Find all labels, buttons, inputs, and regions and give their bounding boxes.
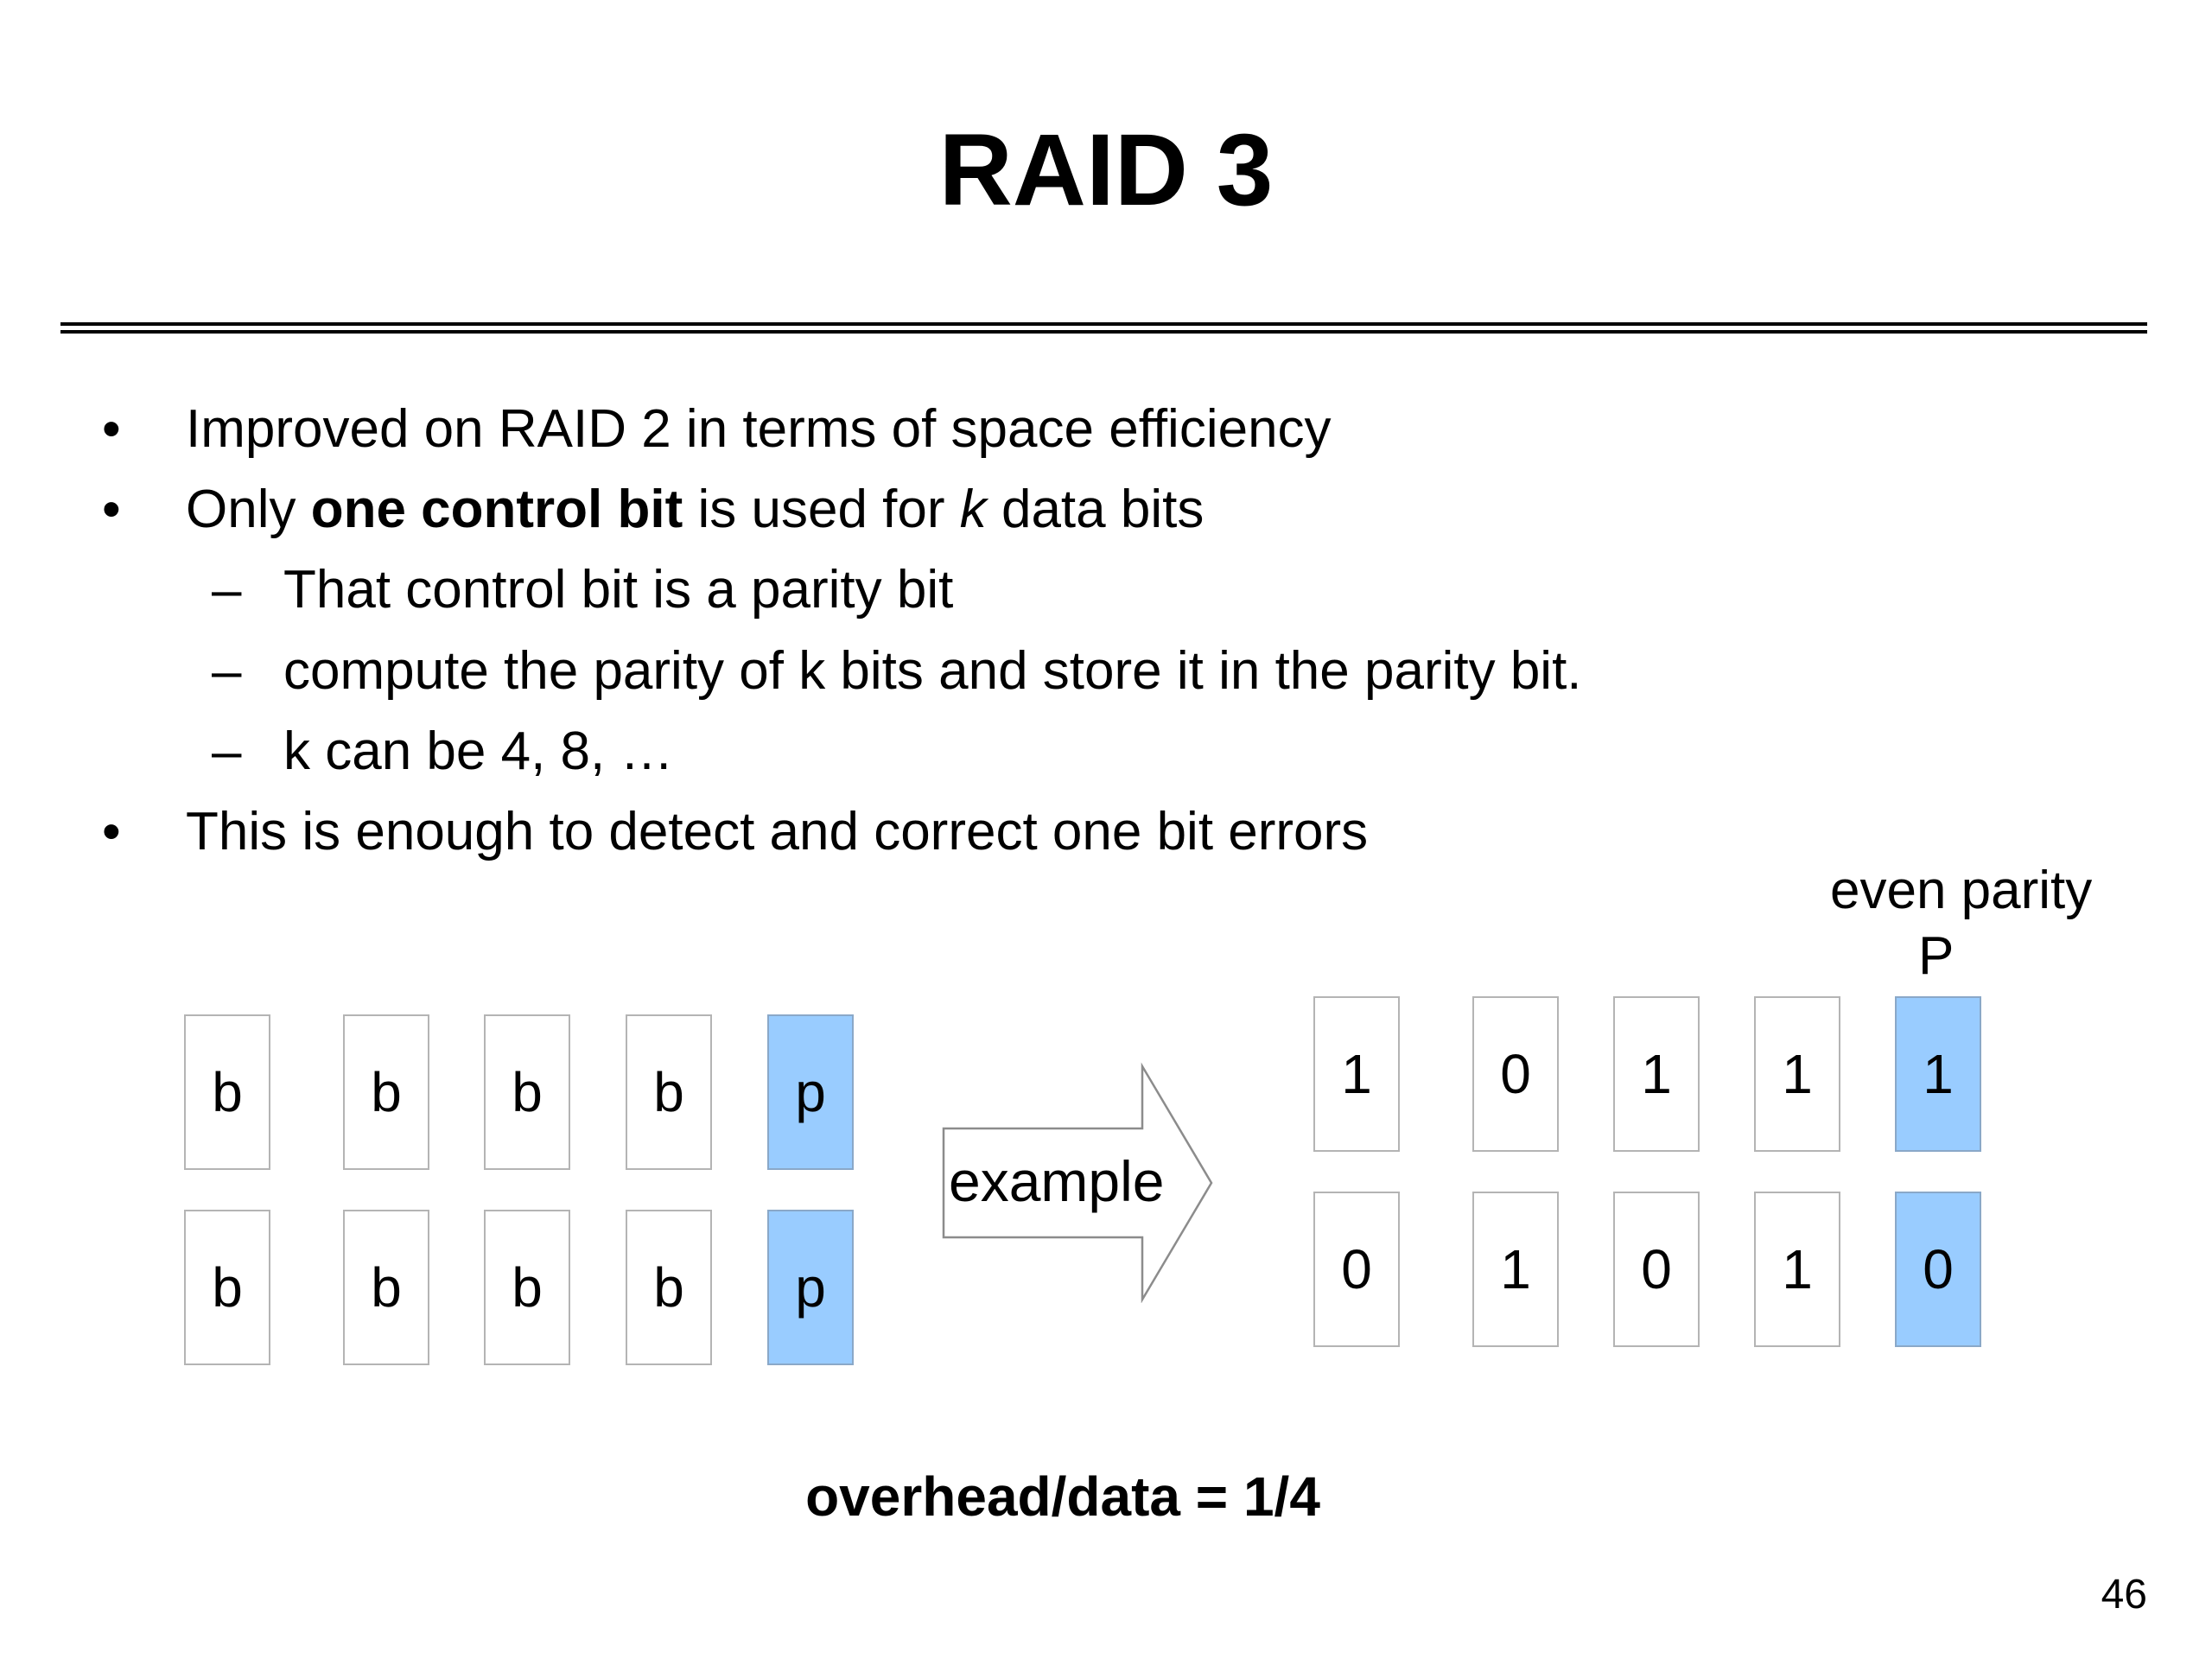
parity-bit-cell: p bbox=[767, 1014, 854, 1170]
arrow-right-icon bbox=[942, 1062, 1213, 1303]
example-bit-cell: 1 bbox=[1754, 996, 1840, 1152]
slide-title: RAID 3 bbox=[938, 113, 1274, 227]
bullet-emphasis: one control bit bbox=[310, 480, 683, 539]
parity-bit-cell: p bbox=[767, 1210, 854, 1365]
sub-bullet-parity-bit: That control bit is a parity bit bbox=[283, 560, 954, 620]
bullet-variable: k bbox=[959, 480, 987, 539]
sub-bullet-compute-parity: compute the parity of k bits and store i… bbox=[283, 641, 1582, 701]
data-bit-cell: b bbox=[343, 1014, 429, 1170]
bullet-text: data bits bbox=[986, 480, 1205, 539]
example-bit-cell: 0 bbox=[1472, 996, 1559, 1152]
dash-marker: – bbox=[212, 560, 242, 620]
data-bit-cell: b bbox=[626, 1014, 712, 1170]
bullet-marker: • bbox=[102, 480, 121, 539]
bullet-marker: • bbox=[102, 802, 121, 861]
example-parity-cell: 0 bbox=[1895, 1192, 1981, 1347]
example-bit-cell: 1 bbox=[1313, 996, 1400, 1152]
parity-column-label: P bbox=[1918, 926, 1955, 986]
arrow-label: example bbox=[949, 1149, 1165, 1213]
data-bit-cell: b bbox=[343, 1210, 429, 1365]
bullet-control-bit: Only one control bit is used for k data … bbox=[186, 483, 1204, 537]
sub-bullet-k-values: k can be 4, 8, … bbox=[283, 721, 674, 781]
example-bit-cell: 0 bbox=[1613, 1192, 1700, 1347]
data-bit-cell: b bbox=[184, 1210, 270, 1365]
page-number: 46 bbox=[2101, 1572, 2147, 1618]
overhead-formula: overhead/data = 1/4 bbox=[805, 1465, 1320, 1528]
example-bit-cell: 0 bbox=[1313, 1192, 1400, 1347]
data-bit-cell: b bbox=[184, 1014, 270, 1170]
bullet-text: Only bbox=[186, 480, 311, 539]
example-bit-cell: 1 bbox=[1472, 1192, 1559, 1347]
dash-marker: – bbox=[212, 641, 242, 701]
title-divider-bottom bbox=[60, 330, 2147, 334]
data-bit-cell: b bbox=[484, 1210, 570, 1365]
even-parity-caption: even parity bbox=[1830, 861, 2093, 920]
example-bit-cell: 1 bbox=[1613, 996, 1700, 1152]
data-bit-cell: b bbox=[484, 1014, 570, 1170]
bullet-marker: • bbox=[102, 399, 121, 459]
data-bit-cell: b bbox=[626, 1210, 712, 1365]
title-divider-top bbox=[60, 322, 2147, 326]
example-bit-cell: 1 bbox=[1754, 1192, 1840, 1347]
bullet-list: • Improved on RAID 2 in terms of space e… bbox=[102, 399, 1582, 861]
dash-marker: – bbox=[212, 721, 242, 781]
bullet-space-efficiency: Improved on RAID 2 in terms of space eff… bbox=[186, 399, 1332, 459]
example-parity-cell: 1 bbox=[1895, 996, 1981, 1152]
bullet-text: is used for bbox=[683, 480, 960, 539]
bullet-error-correction: This is enough to detect and correct one… bbox=[186, 802, 1369, 861]
